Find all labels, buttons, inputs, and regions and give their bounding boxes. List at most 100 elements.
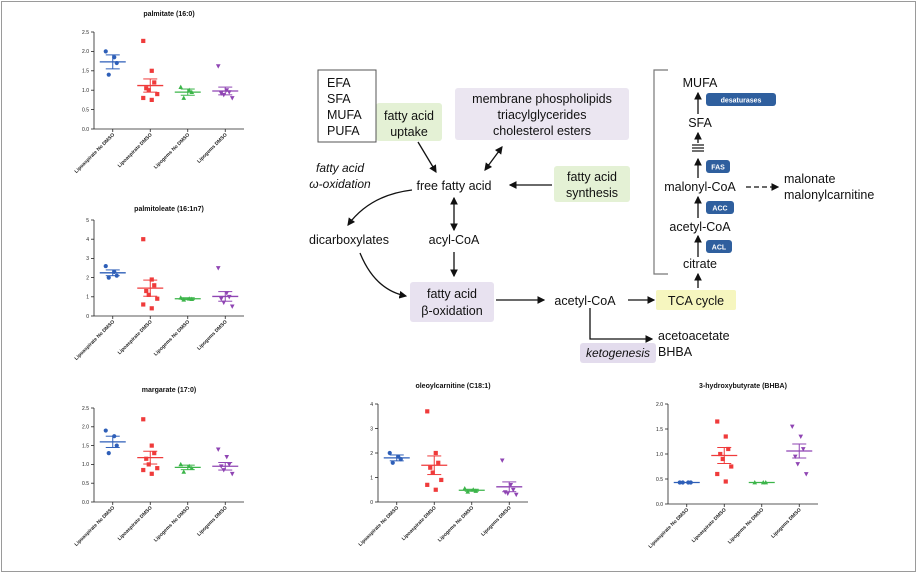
palmitate-point-circle [106, 72, 111, 77]
malonylcarnitine-label: malonylcarnitine [784, 188, 874, 202]
palmitoleate-point-square [149, 306, 154, 311]
margarate-point-square [152, 451, 157, 456]
box-line-sfa: SFA [327, 92, 351, 106]
beta-oxidation-label: fatty acid [427, 287, 477, 301]
bhba-point-triangle-down [792, 454, 798, 460]
chart-panel-bhba: 3-hydroxybutyrate (BHBA)0.00.51.01.52.0L… [648, 383, 818, 550]
margarate-point-circle [106, 451, 111, 456]
oleoylcarnitine-point-triangle-down [499, 458, 505, 463]
bhba-category-label: Lipoaspirate DMSO [691, 507, 728, 544]
bhba-point-square [715, 419, 720, 424]
margarate-point-square [149, 471, 154, 476]
acc-pill-label: ACC [712, 206, 727, 213]
pathway-diagram: EFA SFA MUFA PUFA fatty acid uptake memb… [309, 69, 874, 363]
oleoylcarnitine-y-tick-label: 2 [370, 451, 373, 457]
bhba-title: 3-hydroxybutyrate (BHBA) [699, 383, 787, 390]
bhba-y-tick-label: 0.0 [656, 502, 663, 508]
palmitate-point-triangle-down [218, 91, 224, 96]
malonate-label: malonate [784, 172, 835, 186]
box-line-mufa: MUFA [327, 108, 362, 122]
palmitoleate-point-square [149, 277, 154, 282]
palmitoleate-title: palmitoleate (16:1n7) [134, 206, 204, 213]
bhba-point-triangle-down [798, 434, 804, 440]
palmitoleate-category-label: Lipoaspirate DMSO [117, 319, 154, 356]
palmitate-category-label: Lipogems No DMSO [153, 132, 191, 170]
acl-pill [706, 240, 732, 253]
oleoylcarnitine-point-square [430, 470, 435, 475]
bhba-point-square [726, 446, 731, 452]
margarate-point-square [141, 467, 146, 473]
oleoylcarnitine-y-tick-label: 0 [370, 500, 373, 506]
palmitoleate-y-tick-label: 3 [86, 256, 89, 262]
mufa-label: MUFA [683, 76, 718, 90]
margarate-point-square [149, 443, 154, 448]
palmitate-point-square [155, 91, 160, 97]
bhba-point-triangle-down [795, 462, 801, 467]
tca-cycle-label: TCA cycle [668, 294, 724, 308]
palmitate-category-label: Lipogems DMSO [196, 132, 229, 165]
palmitoleate-category-label: Lipogems DMSO [196, 319, 229, 352]
margarate-category-label: Lipoaspirate DMSO [117, 505, 154, 542]
margarate-point-triangle-up [181, 469, 187, 474]
oleoylcarnitine-point-triangle-down [510, 487, 516, 493]
margarate-category-label: Lipogems No DMSO [153, 505, 191, 543]
palmitoleate-point-square [144, 288, 149, 294]
beta-oxidation-highlight [410, 282, 494, 322]
bhba-y-tick-label: 0.5 [656, 477, 663, 483]
oleoylcarnitine-y-tick-label: 1 [370, 475, 373, 481]
margarate-y-tick-label: 2.0 [82, 425, 89, 431]
palmitoleate-y-tick-label: 0 [86, 314, 89, 320]
palmitoleate-y-tick-label: 4 [86, 237, 89, 243]
desaturases-pill-label: desaturases [721, 98, 762, 105]
arrow-omega [347, 189, 413, 226]
palmitate-point-square [141, 38, 146, 44]
palmitate-y-tick-label: 1.5 [82, 69, 89, 75]
margarate-point-triangle-down [224, 454, 230, 460]
bhba-category-label: Lipoaspirate No DMSO [648, 507, 691, 550]
acetoacetate-label: acetoacetate [658, 329, 730, 343]
margarate-y-tick-label: 2.5 [82, 406, 89, 412]
palmitoleate-y-tick-label: 2 [86, 275, 89, 281]
arrow-uptake [417, 141, 437, 174]
bhba-point-triangle-down [789, 424, 795, 430]
oleoylcarnitine-point-circle [387, 450, 392, 456]
palmitate-point-square [141, 95, 146, 101]
ketogenesis-label: ketogenesis [586, 346, 650, 360]
margarate-point-triangle-down [229, 471, 235, 477]
palmitoleate-point-square [152, 283, 157, 288]
oleoylcarnitine-point-square [439, 477, 444, 483]
sfa-label: SFA [688, 116, 712, 130]
chart-panel-oleoylcarnitine: oleoylcarnitine (C18:1)01234Lipoaspirate… [358, 383, 528, 548]
palmitate-point-square [144, 86, 149, 91]
chart-panel-margarate: margarate (17:0)0.00.51.01.52.02.5Lipoas… [74, 387, 244, 548]
palmitoleate-point-triangle-down [215, 266, 221, 271]
palmitate-point-square [152, 80, 157, 85]
margarate-category-label: Lipoaspirate No DMSO [74, 505, 117, 548]
bhba-point-square [723, 434, 728, 439]
palmitoleate-point-triangle-down [229, 304, 235, 309]
bhba-y-tick-label: 2.0 [656, 402, 663, 408]
bhba-point-triangle-down [800, 447, 806, 452]
oleoylcarnitine-point-square [428, 465, 433, 470]
membrane-highlight [455, 88, 629, 140]
fatty-acid-synthesis-label-2: synthesis [566, 186, 618, 200]
palmitate-category-label: Lipoaspirate No DMSO [74, 132, 117, 175]
palmitoleate-category-label: Lipoaspirate No DMSO [74, 319, 117, 362]
oleoylcarnitine-title: oleoylcarnitine (C18:1) [415, 383, 490, 390]
fatty-acid-class-box [317, 69, 377, 143]
palmitoleate-y-tick-label: 1 [86, 295, 89, 301]
oleoylcarnitine-point-circle [390, 460, 395, 465]
arrow-ketogenesis [589, 308, 654, 343]
oleoylcarnitine-category-label: Lipoaspirate No DMSO [358, 505, 401, 548]
palmitoleate-y-tick-label: 5 [86, 218, 89, 224]
palmitate-y-tick-label: 2.5 [82, 30, 89, 36]
uptake-highlight [376, 103, 442, 141]
membrane-phospholipids-label: membrane phospholipids [472, 92, 612, 106]
oleoylcarnitine-category-label: Lipogems No DMSO [437, 505, 475, 543]
chart-panel-palmitoleate: palmitoleate (16:1n7) 0 1 2 3 4 5Lipoaspirate … [74, 206, 244, 362]
synthesis-highlight [554, 166, 630, 202]
palmitate-point-triangle-up [181, 95, 187, 100]
fatty-acid-uptake-label-2: uptake [390, 125, 428, 139]
